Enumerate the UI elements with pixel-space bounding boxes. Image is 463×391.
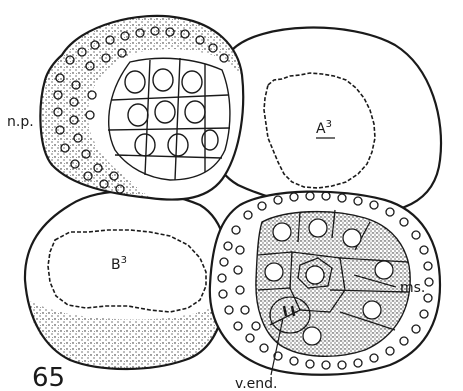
figure-number: 65	[32, 363, 65, 391]
np-label: n.p.	[7, 114, 34, 130]
ms-label: ms.	[400, 280, 425, 296]
cell-b3	[25, 191, 228, 369]
vend-label: v.end.	[235, 376, 277, 391]
cell-np	[40, 16, 243, 200]
